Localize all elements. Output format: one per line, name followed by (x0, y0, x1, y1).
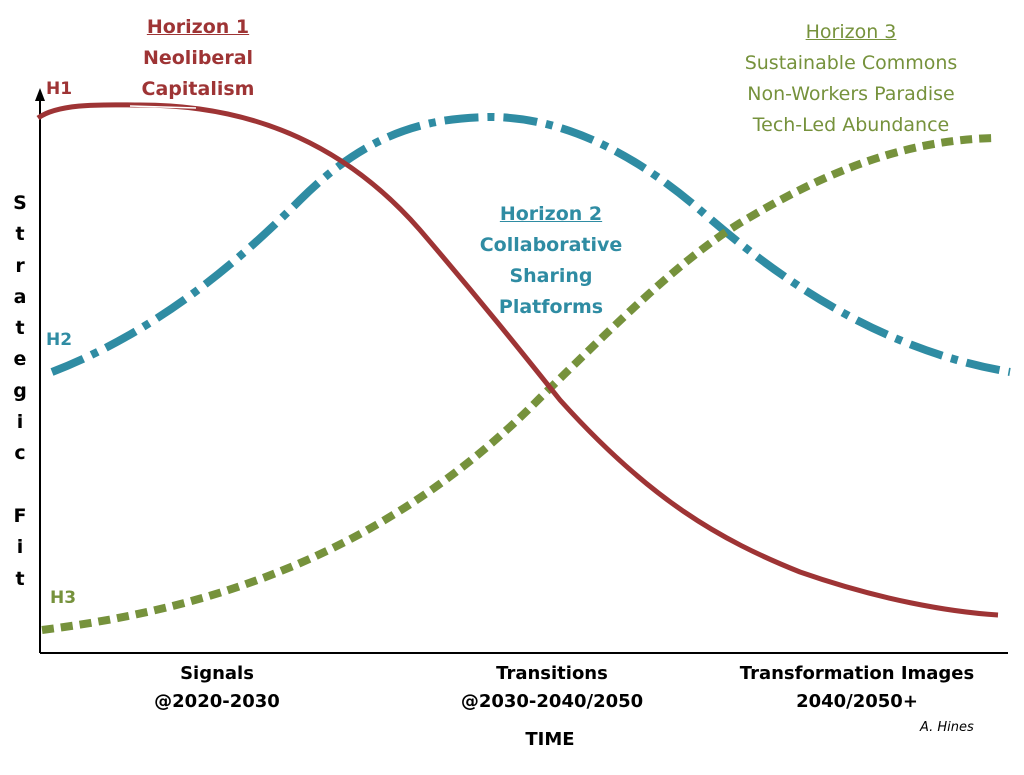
author-credit: A. Hines (920, 720, 974, 735)
horizon-3-line-3: Tech-Led Abundance (752, 114, 950, 136)
y-axis-title-letter: c (14, 442, 26, 465)
y-axis-title-letter: F (13, 504, 27, 527)
horizon-3-curve (41, 134, 996, 634)
x-tick-3-line-1: Transformation Images (739, 663, 975, 684)
horizon-1-label: Horizon 1 Neoliberal Capitalism (118, 12, 278, 105)
x-tick-2-line-1: Transitions (496, 663, 608, 684)
y-axis-title-letter: t (15, 317, 25, 340)
horizon-3-title: Horizon 3 (805, 21, 897, 43)
horizon-1-line-1: Neoliberal (142, 47, 254, 69)
horizon-2-title: Horizon 2 (499, 203, 603, 225)
horizon-3-label: Horizon 3 Sustainable Commons Non-Worker… (716, 17, 986, 141)
x-tick-transitions: Transitions @2030-2040/2050 (422, 660, 682, 716)
x-tick-3-line-2: 2040/2050+ (796, 691, 918, 712)
horizon-2-line-2: Sharing (509, 265, 593, 287)
horizon-1-callout-line (129, 105, 197, 109)
y-axis-title-letter: r (15, 254, 25, 277)
y-axis-title-letter: S (13, 192, 27, 214)
y-axis-title-letter: e (13, 348, 27, 371)
horizon-1-curve (36, 102, 999, 618)
y-axis-arrow (35, 88, 45, 101)
horizon-2-line-3: Platforms (498, 296, 604, 318)
x-tick-signals: Signals @2020-2030 (112, 660, 322, 716)
horizon-2-line-1: Collaborative (479, 234, 623, 256)
y-axis-title-letter: t (15, 223, 25, 246)
horizon-1-line-2: Capitalism (141, 78, 255, 100)
y-axis-title-letter: g (13, 379, 27, 402)
y-axis-title-letter: i (16, 411, 24, 434)
h1-curve-tag: H1 (46, 79, 73, 99)
x-tick-1-line-2: @2020-2030 (154, 691, 280, 712)
x-tick-transformation: Transformation Images 2040/2050+ (722, 660, 992, 716)
y-axis-title-letter (8, 470, 32, 501)
horizon-3-line-1: Sustainable Commons (744, 52, 958, 74)
y-axis-title-letter: t (15, 567, 25, 590)
x-tick-2-line-2: @2030-2040/2050 (460, 691, 644, 712)
horizon-1-title: Horizon 1 (146, 16, 250, 38)
h3-curve-tag: H3 (50, 588, 77, 608)
y-axis-title-letter: i (16, 536, 24, 559)
x-axis-title: TIME (525, 729, 575, 750)
x-tick-1-line-1: Signals (180, 663, 254, 684)
horizon-2-curve (50, 112, 1011, 376)
horizon-2-label: Horizon 2 Collaborative Sharing Platform… (466, 199, 636, 323)
y-axis-title-letter: a (13, 285, 27, 308)
h2-curve-tag: H2 (46, 330, 73, 350)
horizon-3-line-2: Non-Workers Paradise (747, 83, 955, 105)
